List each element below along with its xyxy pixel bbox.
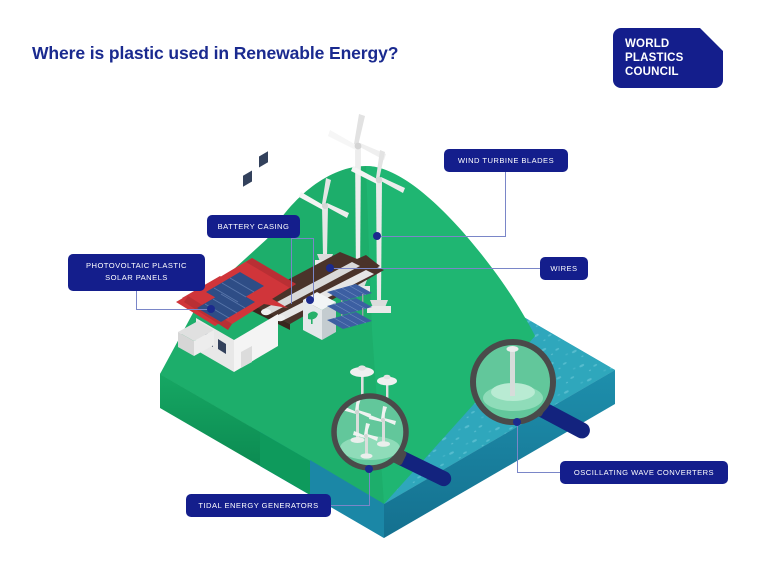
logo-bubble-shape	[613, 28, 723, 88]
callout-oscillating-wave-converters[interactable]: OSCILLATING WAVE CONVERTERS	[560, 461, 728, 484]
wire-pipe	[262, 262, 360, 314]
callout-wind-turbine-blades[interactable]: WIND TURBINE BLADES	[444, 149, 568, 172]
connector-dot-photovoltaic	[207, 305, 215, 313]
magnifier-handle	[533, 400, 590, 439]
callout-wires[interactable]: WIRES	[540, 257, 588, 280]
callout-battery-casing[interactable]: BATTERY CASING	[207, 215, 300, 238]
eco-icon	[308, 311, 318, 320]
magnifier-handle	[393, 450, 452, 487]
callout-photovoltaic-line-1: PHOTOVOLTAIC PLASTIC	[86, 261, 187, 270]
house-annex-roof	[178, 321, 214, 341]
house-door	[241, 346, 252, 368]
connector-tidal-h	[330, 505, 370, 506]
connector-wind-turbine-blades-v	[505, 172, 506, 237]
roof-ridge	[246, 258, 296, 288]
solar-panel-array-item	[327, 312, 372, 329]
land-side-left	[160, 374, 260, 466]
connector-wires-h	[332, 268, 540, 269]
magnifier-wave	[470, 339, 590, 439]
brand-logo: WORLD PLASTICS COUNCIL	[613, 28, 723, 88]
house-annex-side	[194, 330, 214, 356]
wave-buoy	[350, 365, 374, 408]
tidal-turbine	[369, 406, 396, 447]
connector-dot-battery-casing	[306, 296, 314, 304]
land-side-front-green	[260, 432, 312, 496]
connector-wind-turbine-blades-h	[381, 236, 506, 237]
callout-photovoltaic-solar-panels[interactable]: PHOTOVOLTAIC PLASTIC SOLAR PANELS	[68, 254, 205, 291]
logo-line-3: COUNCIL	[625, 66, 679, 78]
house-window	[218, 339, 226, 354]
connector-dot-tidal	[365, 465, 373, 473]
connector-dot-wave	[513, 418, 521, 426]
tidal-turbine	[353, 423, 378, 459]
connector-dot-wires	[326, 264, 334, 272]
connector-battery-casing-v	[291, 238, 292, 304]
magnifier-tidal	[331, 393, 452, 487]
page-title: Where is plastic used in Renewable Energ…	[32, 43, 399, 63]
ocean-side-front	[310, 460, 384, 538]
wire-pipe	[276, 270, 374, 320]
hill-highlight	[366, 166, 535, 504]
connector-dot-wind-turbine-blades	[373, 232, 381, 240]
house-window	[243, 170, 252, 187]
connector-battery-casing-v2	[313, 238, 314, 300]
connector-tidal-v	[369, 469, 370, 505]
connector-battery-casing-h	[291, 238, 313, 239]
wave-buoy	[377, 374, 397, 413]
logo-text: WORLD PLASTICS COUNCIL	[625, 37, 717, 79]
connector-wave-v	[517, 422, 518, 472]
callout-photovoltaic-line-2: SOLAR PANELS	[105, 273, 168, 282]
connector-photovoltaic-h	[136, 309, 215, 310]
house-window	[259, 151, 268, 168]
road-side	[246, 302, 290, 330]
callout-tidal-energy-generators[interactable]: TIDAL ENERGY GENERATORS	[186, 494, 331, 517]
connector-photovoltaic-v	[136, 291, 137, 309]
connector-wave-h	[517, 472, 561, 473]
house-annex-front	[178, 332, 194, 356]
solar-panel-array	[327, 284, 372, 329]
roof-solar-panel	[197, 288, 255, 322]
logo-line-1: WORLD	[625, 38, 670, 50]
logo-line-2: PLASTICS	[625, 52, 684, 64]
